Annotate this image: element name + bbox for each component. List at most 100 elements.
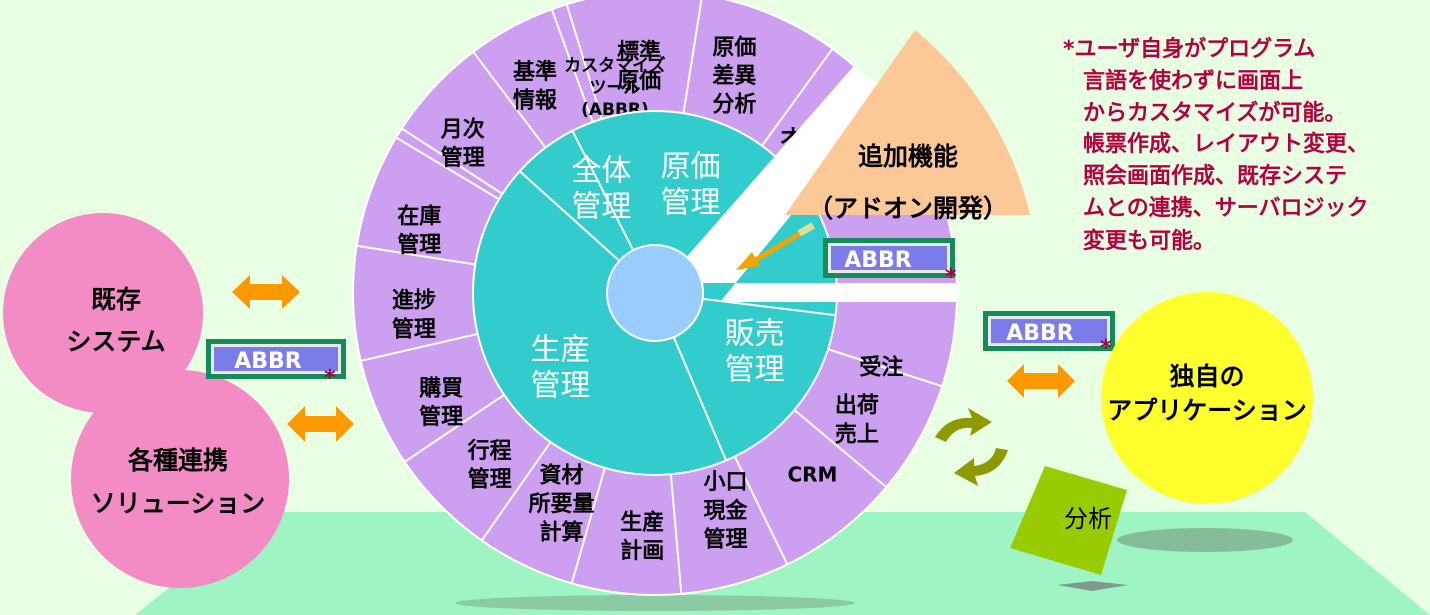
outer-segment-13-line-2: 管理 bbox=[397, 232, 441, 258]
inner-segment-4-line-2: 管理 bbox=[571, 190, 631, 225]
inner-segment-3: 生産管理 bbox=[530, 333, 590, 404]
outer-divider-9 bbox=[570, 467, 606, 584]
abbr-badge-left: ABBR * bbox=[206, 339, 346, 391]
inner-divider-1 bbox=[571, 130, 635, 251]
addon-line-1: 追加機能 bbox=[858, 142, 958, 171]
outer-segment-11-line-2: 管理 bbox=[419, 404, 463, 430]
outer-segment-8-line-2: 計画 bbox=[620, 538, 664, 564]
wheel-shadow bbox=[455, 595, 855, 611]
note-line-7: 変更も可能。 bbox=[1083, 228, 1215, 254]
outer-segment-12-line-1: 進捗 bbox=[392, 289, 436, 314]
abbr-badge-left-label: ABBR bbox=[234, 349, 302, 374]
module-wheel: 標準原価原価差異分析オーダ別原価受注出荷売上CRM小口現金管理生産計画資材所要量… bbox=[352, 0, 960, 596]
inner-segment-1-line-1: 原価 bbox=[661, 149, 721, 184]
outer-segment-1-line-1: 標準 bbox=[617, 39, 661, 65]
outer-divider-4 bbox=[761, 48, 834, 147]
outer-segment-12: 進捗管理 bbox=[392, 289, 436, 343]
outer-segment-7-line-2: 現金 bbox=[703, 498, 748, 524]
inner-segment-4-line-1: 全体 bbox=[571, 154, 631, 189]
outer-segment-15: 基準情報 bbox=[513, 59, 558, 114]
cycle-arrows-icon bbox=[935, 408, 1008, 486]
abbr-badge-addon-asterisk: * bbox=[945, 265, 957, 290]
inner-segment-1-line-2: 管理 bbox=[661, 185, 721, 220]
integration-solution-node: 各種連携 ソリューション bbox=[71, 370, 289, 588]
integration-line-1: 各種連携 bbox=[127, 446, 228, 475]
analysis-label: 分析 bbox=[1064, 505, 1112, 533]
outer-divider-1 bbox=[401, 127, 503, 195]
outer-divider-12 bbox=[360, 332, 478, 362]
inner-segment-4: 全体管理 bbox=[571, 154, 631, 225]
abbr-badge-addon-label: ABBR bbox=[844, 248, 912, 273]
outer-segment-5-line-1: 出荷 bbox=[835, 394, 879, 419]
outer-divider-16 bbox=[550, 8, 594, 123]
outer-segment-2: 原価差異分析 bbox=[712, 35, 756, 117]
existing-system-node: 既存 システム bbox=[3, 213, 203, 413]
app-shadow bbox=[1117, 528, 1293, 552]
inner-segment-2: 販売管理 bbox=[725, 316, 785, 387]
note-line-1: *ユーザ自身がプログラム bbox=[1063, 36, 1315, 62]
inner-divider-4 bbox=[519, 170, 620, 262]
outer-segment-2-line-3: 分析 bbox=[712, 93, 756, 118]
outer-segment-2-line-2: 差異 bbox=[712, 63, 756, 89]
outer-segment-12-line-2: 管理 bbox=[392, 316, 436, 342]
analysis-shadow bbox=[1057, 581, 1128, 591]
inner-segment-2-line-1: 販売 bbox=[725, 316, 785, 351]
outer-divider-11 bbox=[404, 393, 505, 463]
outer-segment-6: CRM bbox=[787, 462, 837, 486]
outer-segment-4: 受注 bbox=[859, 354, 903, 380]
outer-segment-14-line-2: 管理 bbox=[441, 145, 485, 171]
note-line-5: 照会画面作成、既存システ bbox=[1083, 163, 1347, 189]
inner-divider-3 bbox=[672, 336, 728, 461]
outer-segment-1: 標準原価 bbox=[617, 39, 661, 94]
outer-divider-8 bbox=[669, 474, 683, 594]
double-arrow-existing bbox=[232, 275, 300, 309]
inner-segment-2-line-2: 管理 bbox=[725, 352, 785, 387]
outer-segment-1-line-2: 原価 bbox=[617, 69, 661, 94]
own-application-node: 独自の アプリケーション bbox=[1101, 292, 1313, 504]
outer-divider-7 bbox=[733, 456, 789, 565]
abbr-badge-right-label: ABBR bbox=[1006, 321, 1074, 346]
abbr-badge-right: ABBR * bbox=[983, 311, 1115, 361]
outer-segment-9-line-1: 資材 bbox=[539, 462, 583, 488]
outer-segment-7-line-3: 管理 bbox=[703, 526, 747, 552]
double-arrow-integration bbox=[287, 406, 354, 442]
outer-segment-15-line-1: 基準 bbox=[513, 59, 557, 85]
note-line-6: ムとの連携、サーバロジック bbox=[1083, 195, 1369, 221]
outer-divider-5 bbox=[827, 348, 943, 388]
inner-segment-3-line-2: 管理 bbox=[530, 369, 590, 404]
outer-divider-6 bbox=[793, 409, 887, 488]
addon-wedge: 追加機能 （アドオン開発） bbox=[785, 30, 1030, 223]
note-line-3: からカスタマイズが可能。 bbox=[1083, 100, 1346, 126]
existing-system-line-1: 既存 bbox=[91, 285, 141, 314]
outer-segment-16-line-2: ツール bbox=[589, 78, 640, 98]
outer-segment-10-line-2: 管理 bbox=[468, 466, 512, 492]
outer-segment-14: 月次管理 bbox=[440, 116, 485, 171]
own-app-line-1: 独自の bbox=[1169, 362, 1244, 391]
outer-divider-3 bbox=[682, 0, 703, 114]
outer-divider-14 bbox=[395, 136, 500, 201]
outer-segment-10: 行程管理 bbox=[467, 438, 512, 493]
outer-segment-13-line-1: 在庫 bbox=[397, 203, 441, 229]
outer-divider-2 bbox=[565, 3, 603, 120]
note-line-2: 言語を使わずに画面上 bbox=[1083, 68, 1303, 94]
outer-segment-14-line-1: 月次 bbox=[440, 116, 485, 142]
outer-segment-9-line-3: 計算 bbox=[539, 520, 583, 546]
outer-segment-11: 購買管理 bbox=[419, 377, 463, 431]
abbr-badge-addon: ABBR * bbox=[823, 238, 957, 290]
outer-segment-16-line-1: カスタマイズ bbox=[564, 55, 666, 76]
outer-divider-13 bbox=[356, 244, 476, 266]
outer-segment-9-line-2: 所要量 bbox=[528, 492, 594, 517]
outer-divider-15 bbox=[472, 51, 547, 149]
outer-segment-5: 出荷売上 bbox=[835, 394, 879, 448]
own-app-line-2: アプリケーション bbox=[1107, 396, 1307, 425]
note-line-4: 帳票作成、レイアウト変更、 bbox=[1083, 131, 1369, 157]
abbr-badge-left-asterisk: * bbox=[324, 366, 336, 391]
outer-segment-9: 資材所要量計算 bbox=[528, 462, 594, 545]
analysis-node: 分析 bbox=[1010, 466, 1127, 575]
inner-segment-3-line-1: 生産 bbox=[530, 333, 590, 368]
abbr-badge-right-asterisk: * bbox=[1100, 336, 1112, 361]
outer-divider-10 bbox=[480, 441, 552, 541]
outer-segment-8-line-1: 生産 bbox=[620, 509, 664, 535]
addon-line-2: （アドオン開発） bbox=[808, 194, 1008, 223]
outer-segment-7-line-1: 小口 bbox=[703, 470, 747, 495]
